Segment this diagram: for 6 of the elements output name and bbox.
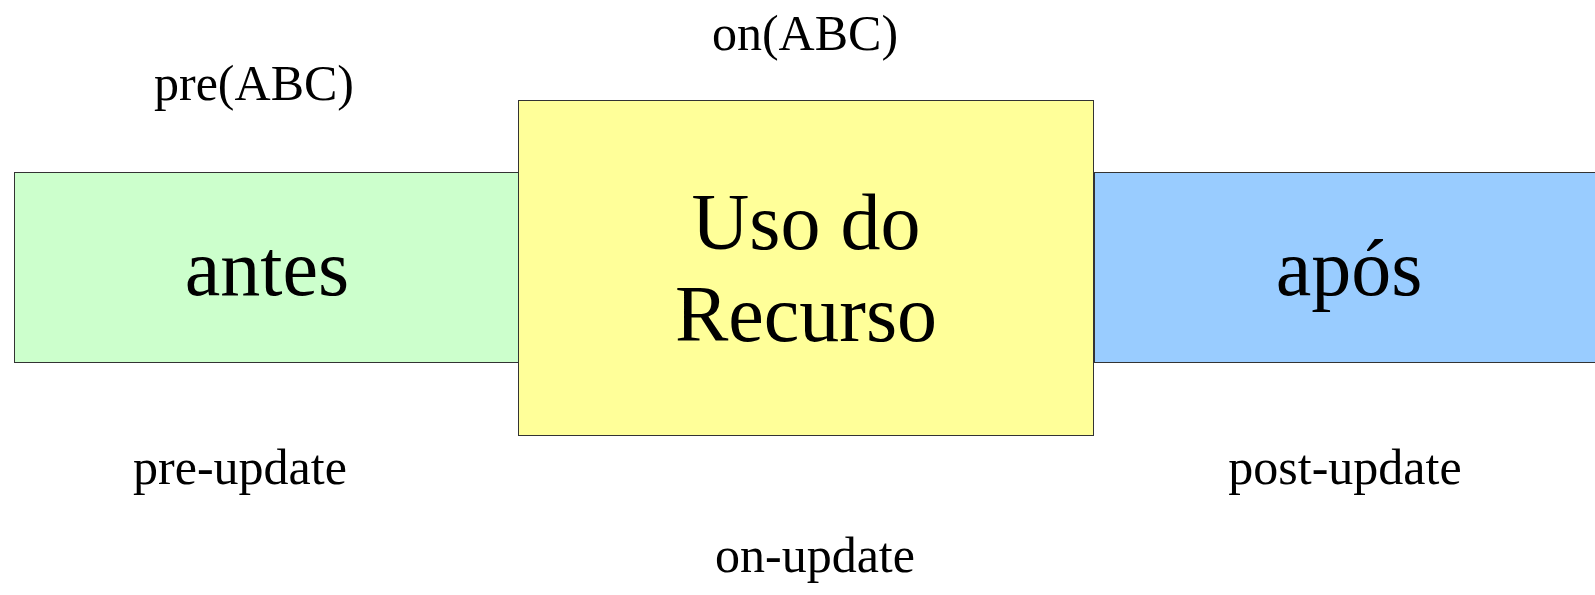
phase-label: antes [184,222,350,314]
phase-label: Uso do Recurso [673,177,939,360]
phase-box [14,172,520,363]
phase-box [518,100,1094,436]
phase-box [1094,172,1595,363]
phase-label: após [1275,222,1423,314]
